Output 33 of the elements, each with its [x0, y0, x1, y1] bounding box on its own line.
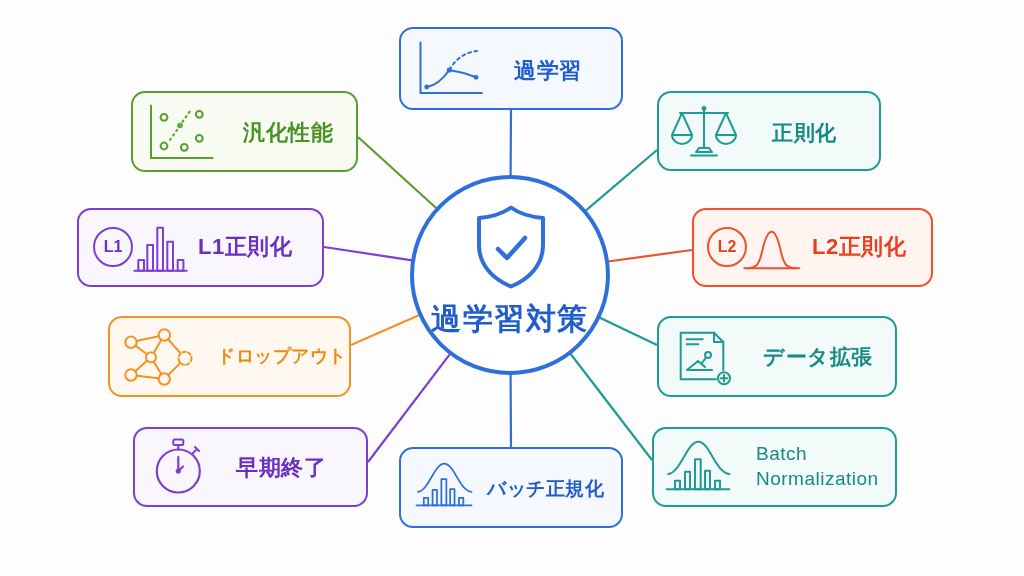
hub-title: 過学習対策	[431, 300, 589, 337]
connector-line	[509, 374, 513, 447]
topic-box	[77, 208, 324, 287]
connector-line	[598, 316, 658, 346]
topic-label: 汎化性能	[243, 118, 333, 147]
topic-label: 過学習	[514, 56, 582, 85]
topic-box	[692, 208, 933, 287]
topic-box	[131, 91, 358, 172]
topic-label: ドロップアウト	[217, 345, 347, 369]
topic-box	[399, 447, 623, 528]
topic-box	[399, 27, 623, 110]
norm-badge: L2	[707, 227, 747, 267]
topic-label: 正則化	[772, 120, 837, 147]
topic-box	[652, 427, 897, 507]
topic-label: 早期終了	[236, 453, 326, 482]
connector-line	[357, 136, 438, 210]
topic-label: L1正則化	[198, 232, 293, 261]
connector-line	[509, 110, 513, 176]
topic-box	[657, 316, 897, 397]
norm-badge: L1	[93, 227, 133, 267]
connector-line	[569, 352, 653, 461]
topic-box	[657, 91, 881, 171]
connector-line	[323, 245, 413, 262]
topic-label: L2正則化	[812, 232, 907, 261]
topic-box	[108, 316, 351, 397]
topic-label: Batch Normalization	[756, 442, 880, 491]
connector-line	[350, 313, 420, 346]
topic-label: データ拡張	[763, 344, 873, 371]
connector-line	[607, 248, 693, 263]
topic-box	[133, 427, 368, 507]
topic-label: バッチ正規化	[487, 476, 604, 501]
connector-line	[367, 353, 451, 463]
connector-line	[584, 149, 658, 212]
